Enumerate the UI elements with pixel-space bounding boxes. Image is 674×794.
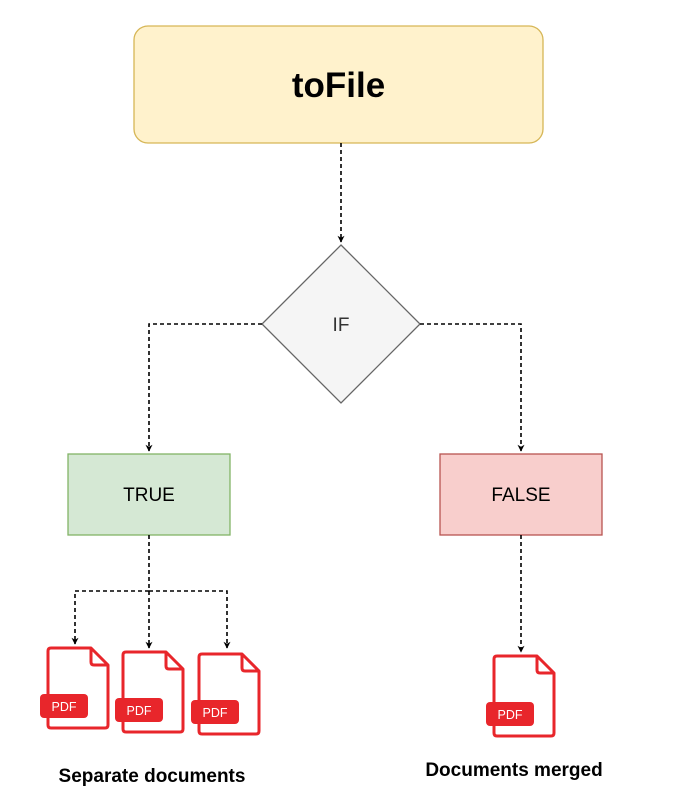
connector-true-to-file-3 bbox=[149, 590, 231, 649]
pdf-page-fold bbox=[89, 648, 108, 667]
pdf-page-fold bbox=[240, 654, 259, 673]
true-outcome-caption: Separate documents bbox=[59, 766, 246, 787]
false-node-label: FALSE bbox=[491, 485, 550, 506]
pdf-badge-label: PDF bbox=[52, 700, 77, 714]
pdf-badge bbox=[40, 694, 88, 718]
false-node: FALSE bbox=[439, 453, 603, 536]
true-node-label: TRUE bbox=[123, 485, 175, 506]
pdf-file-icon: PDF bbox=[486, 654, 556, 738]
decision-node-label: IF bbox=[333, 315, 350, 336]
pdf-badge bbox=[115, 698, 163, 722]
start-node-label: toFile bbox=[292, 66, 385, 105]
start-node: toFile bbox=[133, 25, 544, 144]
pdf-badge-label: PDF bbox=[127, 704, 152, 718]
pdf-badge-label: PDF bbox=[498, 708, 523, 722]
connector-if-to-true bbox=[145, 323, 262, 452]
pdf-file-icon: PDF bbox=[115, 650, 185, 734]
connector-true-to-file-1 bbox=[71, 590, 149, 645]
connector-if-to-false bbox=[420, 323, 525, 452]
true-node: TRUE bbox=[67, 453, 231, 536]
pdf-file-icon: PDF bbox=[191, 652, 261, 736]
pdf-badge-label: PDF bbox=[203, 706, 228, 720]
decision-node: IF bbox=[261, 244, 421, 404]
decision-node-diamond bbox=[261, 244, 421, 404]
pdf-badge bbox=[486, 702, 534, 726]
true-node-box bbox=[67, 453, 231, 536]
pdf-page-fold bbox=[535, 656, 554, 675]
false-node-box bbox=[439, 453, 603, 536]
start-node-box bbox=[133, 25, 544, 144]
connectors bbox=[71, 143, 525, 653]
pdf-badge bbox=[191, 700, 239, 724]
pdf-file-icon: PDF bbox=[40, 646, 110, 730]
false-outcome-caption: Documents merged bbox=[425, 760, 602, 781]
pdf-page-fold bbox=[164, 652, 183, 671]
